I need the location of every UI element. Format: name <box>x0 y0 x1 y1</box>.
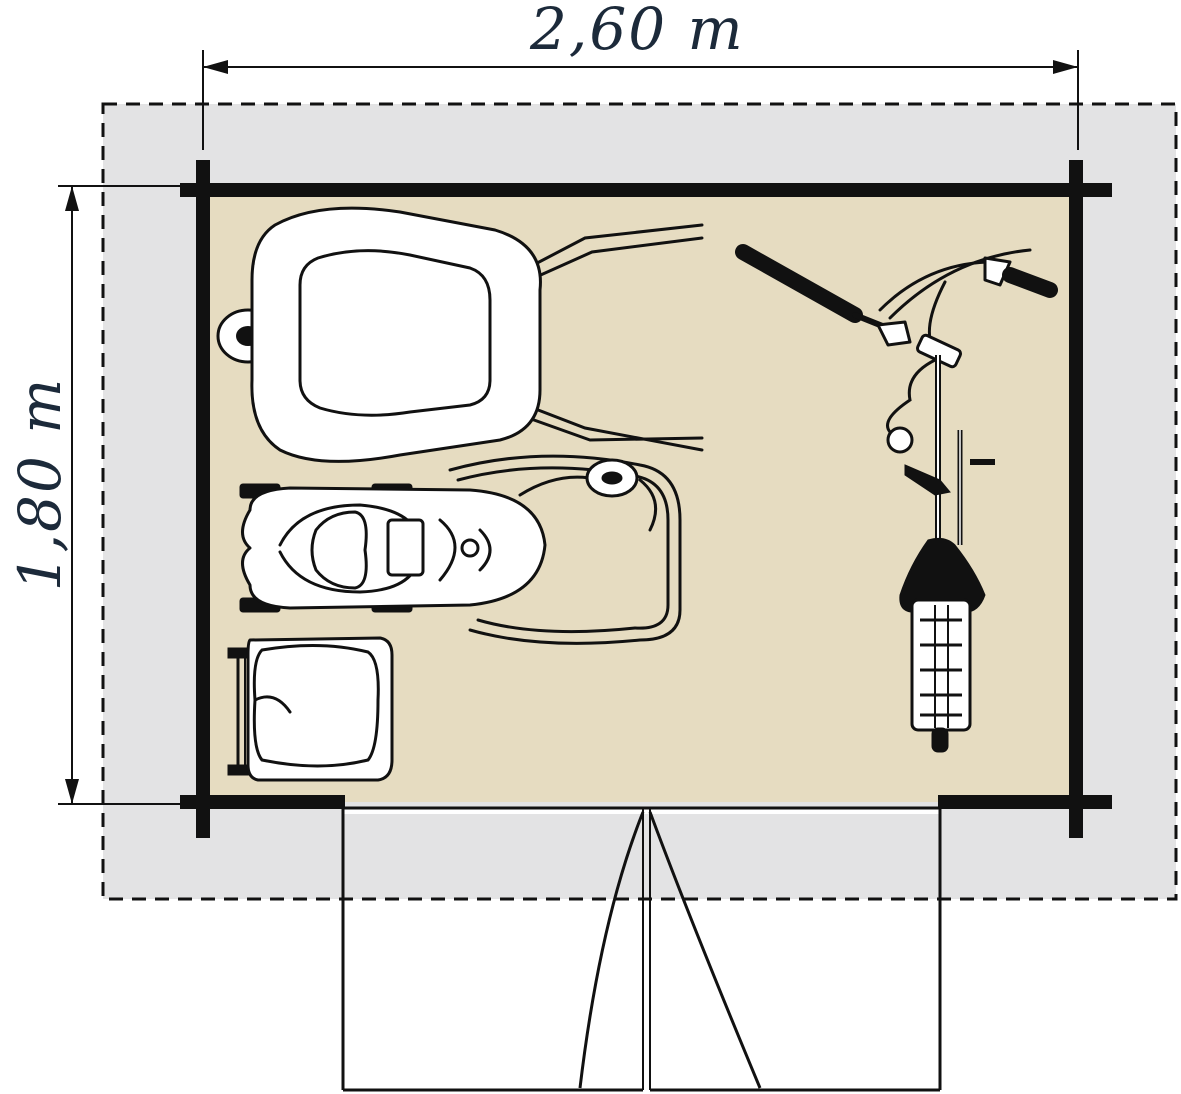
width-dimension <box>202 50 1079 150</box>
depth-dimension-label: 1,80 m <box>6 376 74 592</box>
lawn-mower-icon <box>239 454 682 645</box>
width-dimension-label: 2,60 m <box>530 0 745 63</box>
bicycle-icon <box>735 244 1058 753</box>
wheelbarrow-icon <box>216 206 704 463</box>
depth-dimension <box>58 185 180 805</box>
grass-catcher-icon <box>227 636 394 782</box>
shed-walls <box>180 160 1112 838</box>
double-door <box>341 806 942 1092</box>
